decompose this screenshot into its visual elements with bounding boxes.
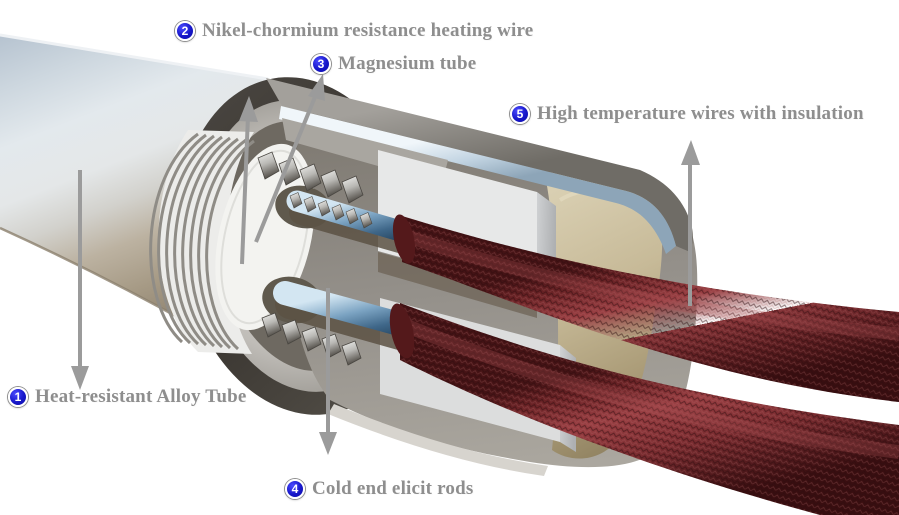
arrow-2 <box>239 96 258 265</box>
callout-5-badge: 5 <box>510 104 530 124</box>
callout-high-temperature-wires: 5 High temperature wires with insulation <box>510 103 864 125</box>
arrow-3 <box>254 74 325 243</box>
callout-1-label: Heat-resistant Alloy Tube <box>35 386 247 407</box>
callout-2-badge: 2 <box>175 21 195 41</box>
callout-arrows <box>71 74 700 455</box>
callout-4-badge: 4 <box>285 479 305 499</box>
coil-turns <box>149 132 255 351</box>
callout-5-label: High temperature wires with insulation <box>537 103 864 124</box>
callout-heat-resistant-alloy-tube: 1 Heat-resistant Alloy Tube <box>8 386 247 408</box>
callout-cold-end-rods: 4 Cold end elicit rods <box>285 478 473 500</box>
arrow-5 <box>681 140 700 306</box>
lead-wire-upper <box>392 214 899 402</box>
callout-1-badge: 1 <box>8 387 28 407</box>
callout-2-label: Nikel-chormium resistance heating wire <box>202 20 534 41</box>
callout-4-label: Cold end elicit rods <box>312 478 474 499</box>
callout-magnesium-tube: 3 Magnesium tube <box>311 53 476 75</box>
lead-wire-lower <box>389 303 899 515</box>
callout-resistance-heating-wire: 2 Nikel-chormium resistance heating wire <box>175 20 533 42</box>
lead-wires <box>389 214 899 515</box>
callout-3-badge: 3 <box>311 54 331 74</box>
callout-3-label: Magnesium tube <box>338 53 477 74</box>
arrow-4 <box>319 288 337 455</box>
arrow-1 <box>71 170 89 390</box>
